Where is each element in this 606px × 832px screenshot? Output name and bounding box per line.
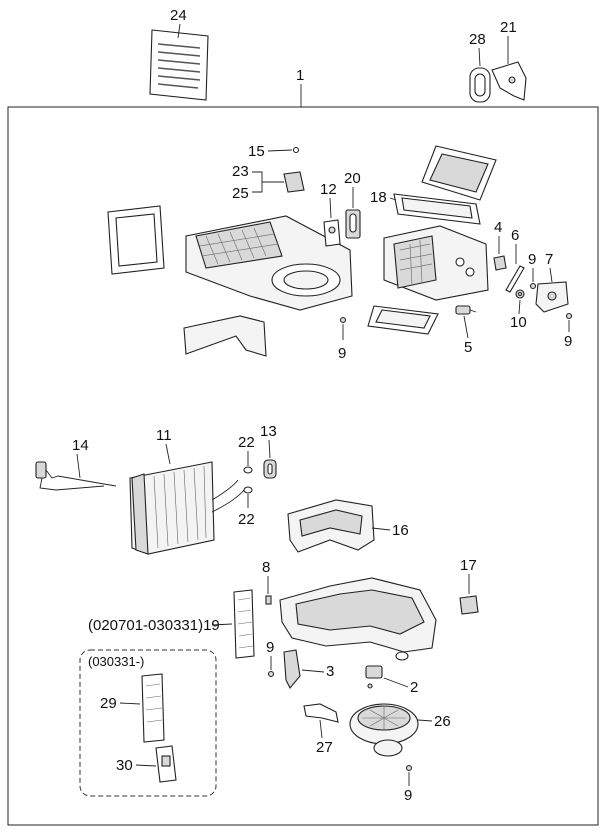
callout-26: 26 <box>434 713 451 730</box>
evaporator-core <box>129 461 245 555</box>
heater-case-upper <box>383 225 489 301</box>
filter-19 <box>233 589 255 659</box>
temp-sensor-14 <box>35 461 117 491</box>
label-sticker <box>149 29 209 101</box>
callout-22-top: 22 <box>238 434 255 451</box>
duct-16 <box>287 499 375 553</box>
assembly-frame <box>7 106 599 826</box>
callout-16: 16 <box>392 522 409 539</box>
pin-8 <box>265 595 272 605</box>
callout-6: 6 <box>511 227 519 244</box>
variant-inset-box <box>79 649 217 797</box>
callout-5: 5 <box>464 339 472 356</box>
callout-24: 24 <box>170 7 187 24</box>
actuator-bracket <box>283 171 305 193</box>
inset-label: (030331-) <box>88 654 144 669</box>
hose-27 <box>303 703 339 723</box>
callout-9-actuator: 9 <box>564 333 572 350</box>
part-29 <box>141 673 165 743</box>
callout-3: 3 <box>326 663 334 680</box>
callout-29: 29 <box>100 695 117 712</box>
callout-25: 25 <box>232 185 249 202</box>
callout-7: 7 <box>545 251 553 268</box>
callout-2: 2 <box>410 679 418 696</box>
seal-13 <box>263 459 277 479</box>
cover-bracket <box>491 61 527 101</box>
gasket-20 <box>345 209 361 239</box>
callout-18: 18 <box>370 189 387 206</box>
seal-gasket <box>469 67 491 103</box>
callout-11: 11 <box>156 427 172 444</box>
callout-30: 30 <box>116 757 133 774</box>
callout-10: 10 <box>510 314 527 331</box>
air-filter-frame <box>107 205 165 275</box>
callout-9-motor: 9 <box>404 787 412 804</box>
callout-9-relay: 9 <box>266 639 274 656</box>
callout-14: 14 <box>72 437 89 454</box>
callout-1: 1 <box>296 67 304 84</box>
callout-27: 27 <box>316 739 333 756</box>
callout-9-case: 9 <box>338 345 346 362</box>
resistor-17 <box>459 595 479 615</box>
callout-20: 20 <box>344 170 361 187</box>
connector-2 <box>365 665 383 689</box>
gasket-12 <box>323 219 341 247</box>
link-lever-6 <box>505 265 525 293</box>
callout-19: (020701-030331)19 <box>88 617 220 634</box>
blower-case <box>279 577 437 661</box>
callout-12: 12 <box>320 181 337 198</box>
filter-panel <box>367 305 439 335</box>
clip-4 <box>493 255 507 271</box>
callout-4: 4 <box>494 219 502 236</box>
callout-28: 28 <box>469 31 486 48</box>
relay-3 <box>283 649 301 689</box>
callout-8: 8 <box>262 559 270 576</box>
washer-10 <box>515 289 525 299</box>
seal-18 <box>393 193 481 225</box>
callout-13: 13 <box>260 423 277 440</box>
sensor-5 <box>455 305 477 315</box>
heater-core-cover-top <box>421 145 497 201</box>
callout-23: 23 <box>232 163 249 180</box>
o-rings-22 <box>243 466 253 494</box>
blower-motor-26 <box>349 703 419 757</box>
callout-15: 15 <box>248 143 265 160</box>
callout-21: 21 <box>500 19 517 36</box>
part-30 <box>155 745 177 783</box>
callout-22-bottom: 22 <box>238 511 255 528</box>
screw-15 <box>292 146 300 154</box>
duct-cover <box>183 315 267 357</box>
callout-9-lever: 9 <box>528 251 536 268</box>
callout-17: 17 <box>460 557 477 574</box>
actuator-7 <box>535 281 569 313</box>
heater-case-lower <box>185 215 353 311</box>
